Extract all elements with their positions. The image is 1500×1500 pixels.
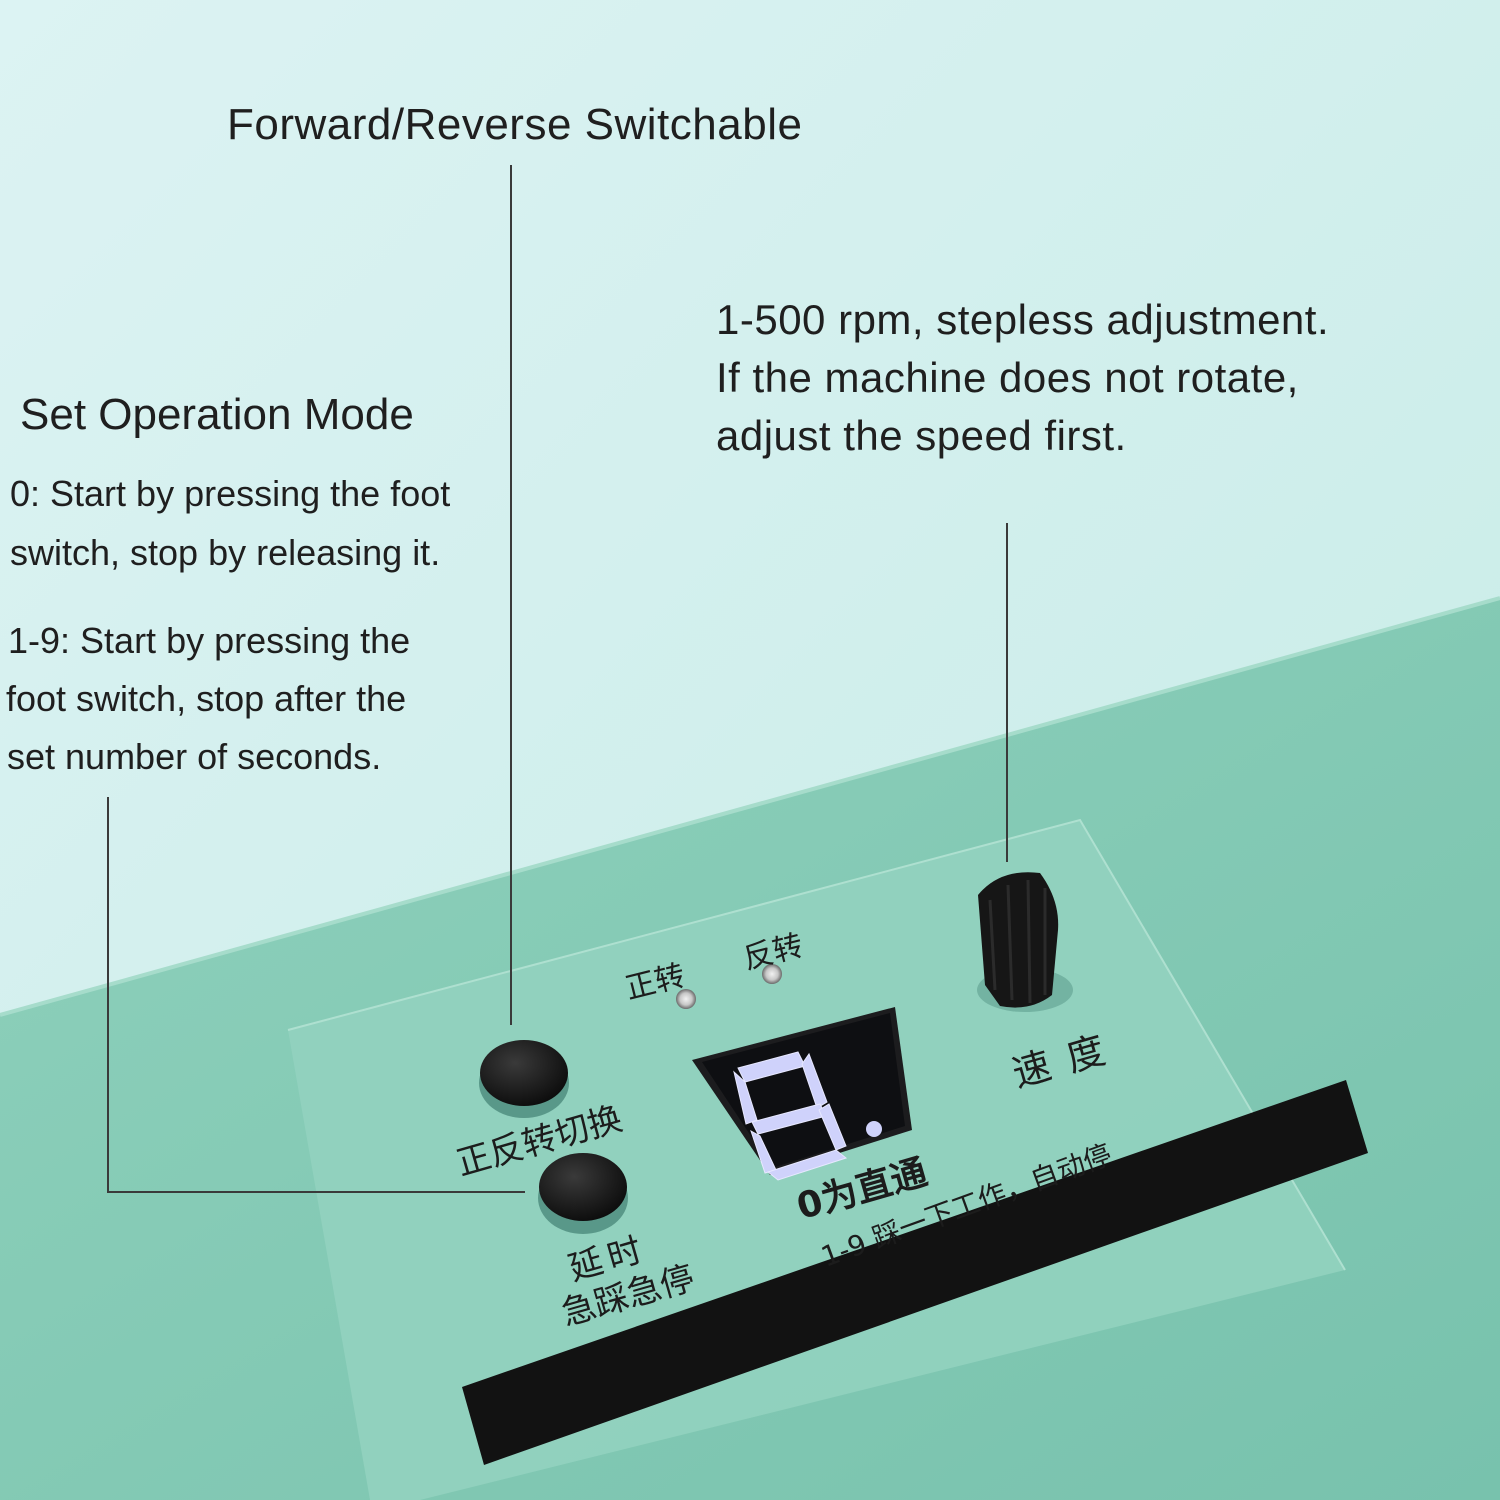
forward-led [676,989,696,1009]
operation-mode-line: 1-9: Start by pressing the [8,620,411,661]
body-edge [0,596,1500,1017]
forward-reverse-title: Forward/Reverse Switchable [227,100,803,149]
display-window [702,1013,905,1168]
delay-button [539,1153,627,1221]
switch-button [480,1040,568,1106]
black-strip [462,1080,1368,1465]
speed-knob [978,872,1059,1008]
speed-annotation-line: If the machine does not rotate, [716,354,1299,401]
speed-annotation-line: 1-500 rpm, stepless adjustment. [716,296,1330,343]
reverse-led [762,964,782,984]
knob-ridges [988,879,1047,1004]
operation-mode-line: foot switch, stop after the [6,678,407,719]
speed-annotation-line: adjust the speed first. [716,412,1127,459]
operation-mode-line: 0: Start by pressing the foot [10,473,451,514]
operation-mode-title: Set Operation Mode [20,390,414,439]
display-digit [733,1051,848,1181]
display-dot [866,1121,882,1137]
leader-lines [107,165,1008,1193]
operation-mode-line: set number of seconds. [7,736,382,777]
operation-mode-line: switch, stop by releasing it. [10,532,441,573]
